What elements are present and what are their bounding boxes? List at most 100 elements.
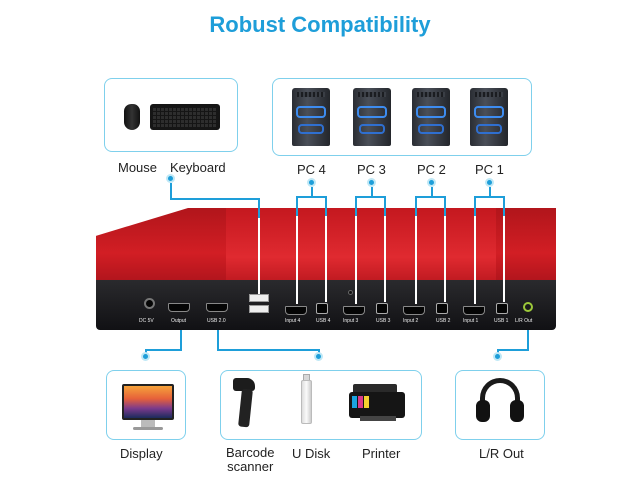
port-label-usb3: USB 3	[376, 318, 391, 324]
pc-3-label: PC 3	[357, 162, 386, 177]
usb-1-port-icon	[496, 303, 508, 314]
barcode-scanner-icon	[233, 378, 255, 391]
connector-line-white	[325, 216, 327, 302]
connector-dot-pc2	[427, 178, 436, 187]
printer-top	[353, 384, 397, 393]
connector-dot-pc1	[485, 178, 494, 187]
port-label-input1: Input 1	[463, 318, 479, 324]
pc-2-icon	[412, 88, 450, 146]
pc-1-icon	[470, 88, 508, 146]
page-title: Robust Compatibility	[209, 12, 431, 37]
connector-line	[497, 349, 499, 354]
hdmi-input-1-port-icon	[463, 306, 485, 315]
pc-4-label: PC 4	[297, 162, 326, 177]
usb-3-port-icon	[376, 303, 388, 314]
port-label-input3: Input 3	[343, 318, 359, 324]
connector-line	[296, 196, 298, 216]
ink-tank-yellow	[364, 396, 369, 408]
connector-line-white	[384, 216, 386, 302]
port-label-usb20: USB 2.0	[207, 318, 226, 324]
monitor-stand-base	[133, 427, 163, 430]
port-label-dc: DC 5V	[139, 318, 154, 324]
headphones-icon	[476, 378, 524, 424]
udisk-label: U Disk	[292, 446, 331, 461]
port-label-lrout: L/R Out	[515, 318, 533, 324]
connector-line	[180, 330, 182, 350]
connector-line	[325, 196, 327, 216]
monitor-stand	[141, 420, 155, 428]
connector-line	[497, 349, 529, 351]
connector-line	[431, 187, 433, 197]
connector-dot-keyboard	[166, 174, 175, 183]
connector-line	[217, 349, 320, 351]
monitor-icon	[122, 384, 174, 420]
connector-line-white	[474, 216, 476, 304]
mouse-label: Mouse	[118, 160, 158, 175]
connector-line	[217, 330, 219, 350]
mouse-icon	[124, 104, 140, 130]
pc-3-icon	[353, 88, 391, 146]
dc-port-icon	[144, 298, 155, 309]
connector-line-white	[444, 216, 446, 302]
port-label-input2: Input 2	[403, 318, 419, 324]
port-label-output: Output	[171, 318, 187, 324]
pc-1-label: PC 1	[475, 162, 504, 177]
pc-4-icon	[292, 88, 330, 146]
display-label: Display	[120, 446, 163, 461]
port-label-usb1: USB 1	[494, 318, 509, 324]
port-label-usb2: USB 2	[436, 318, 451, 324]
connector-line	[311, 187, 313, 197]
connector-line	[258, 198, 260, 218]
keyboard-label: Keyboard	[170, 160, 226, 175]
lr-out-label: L/R Out	[479, 446, 524, 461]
connector-line	[355, 196, 386, 198]
connector-line	[371, 187, 373, 197]
connector-dot-audio	[493, 352, 502, 361]
connector-line	[474, 196, 476, 216]
hdmi-input-2-port-icon	[403, 306, 425, 315]
printer-label: Printer	[362, 446, 401, 461]
connector-line	[355, 196, 357, 216]
connector-line	[384, 196, 386, 216]
connector-dot-display	[141, 352, 150, 361]
connector-line	[145, 349, 147, 354]
connector-line	[503, 196, 505, 216]
connector-line	[145, 349, 182, 351]
connector-line-white	[258, 218, 260, 294]
connector-dot-pc4	[307, 178, 316, 187]
connector-dot-pc3	[367, 178, 376, 187]
connector-line	[415, 196, 446, 198]
connector-line-white	[503, 216, 505, 302]
hdmi-output-port-icon	[168, 303, 190, 312]
usb-2-port-icon	[206, 303, 228, 312]
usb-a-port-top-icon	[249, 294, 269, 302]
connector-line	[489, 187, 491, 197]
connector-line-white	[415, 216, 417, 304]
connector-line	[170, 198, 259, 200]
hdmi-input-4-port-icon	[285, 306, 307, 315]
connector-line	[318, 349, 320, 354]
keyboard-icon	[150, 104, 220, 130]
audio-port-icon	[523, 302, 533, 312]
connector-line	[296, 196, 327, 198]
pc-2-label: PC 2	[417, 162, 446, 177]
port-label-usb4: USB 4	[316, 318, 331, 324]
usb-a-port-bottom-icon	[249, 305, 269, 313]
connector-line	[474, 196, 505, 198]
connector-line	[444, 196, 446, 216]
indicator-led-icon	[348, 290, 353, 295]
usb-4-port-icon	[316, 303, 328, 314]
udisk-icon	[301, 380, 312, 424]
ink-tank-cyan	[352, 396, 357, 408]
hdmi-input-3-port-icon	[343, 306, 365, 315]
connector-line-white	[296, 216, 298, 304]
barcode-scanner-label: Barcode scanner	[226, 445, 275, 474]
ink-tank-magenta	[358, 396, 363, 408]
printer-tray	[360, 416, 396, 421]
connector-dot-usb	[314, 352, 323, 361]
connector-line-white	[355, 216, 357, 304]
port-label-input4: Input 4	[285, 318, 301, 324]
connector-line	[527, 330, 529, 350]
usb-2-b-port-icon	[436, 303, 448, 314]
connector-line	[170, 183, 172, 199]
